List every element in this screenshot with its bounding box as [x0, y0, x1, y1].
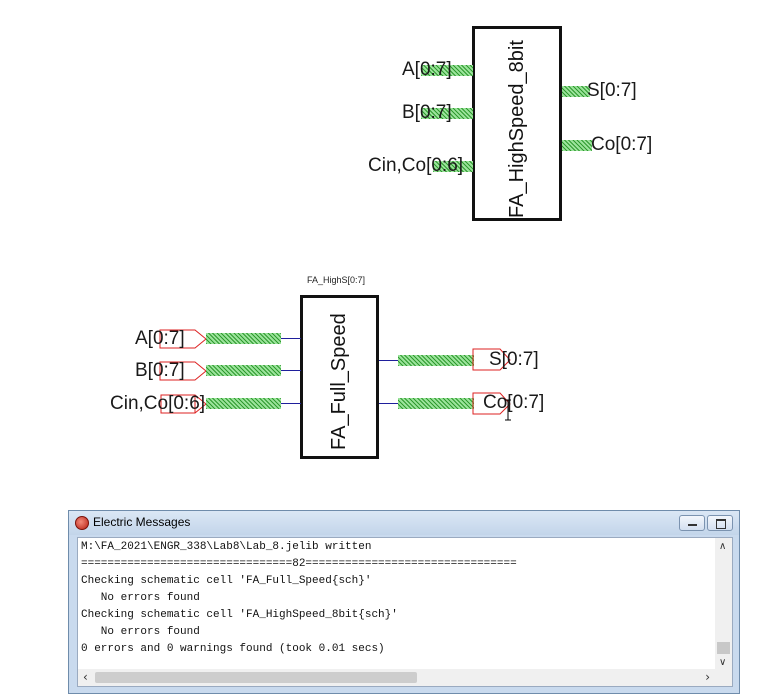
inst-bus-a[interactable] — [206, 333, 281, 344]
top-port-s: S[0:7] — [587, 80, 637, 101]
inst-bus-co[interactable] — [398, 398, 474, 409]
inst-bus-s[interactable] — [398, 355, 474, 366]
message-line: 0 errors and 0 warnings found (took 0.01… — [81, 643, 385, 655]
vertical-scrollbar[interactable]: ∧ ∨ — [715, 538, 732, 669]
scroll-right-icon[interactable]: › — [705, 670, 710, 684]
message-line: Checking schematic cell 'FA_Full_Speed{s… — [81, 575, 372, 587]
text-cursor-icon — [505, 399, 511, 421]
top-port-cin: Cin,Co[0:6] — [368, 155, 464, 176]
top-port-b: B[0:7] — [402, 102, 452, 123]
inst-port-b: B[0:7] — [135, 360, 185, 381]
scroll-down-icon[interactable]: ∨ — [719, 657, 727, 668]
inst-port-cin: Cin,Co[0:6] — [110, 393, 206, 414]
electric-app-icon — [75, 516, 89, 530]
messages-content[interactable]: M:\FA_2021\ENGR_338\Lab8\Lab_8.jelib wri… — [77, 537, 733, 687]
top-port-co: Co[0:7] — [591, 134, 653, 155]
instance-block-name: FA_Full_Speed — [328, 313, 350, 450]
instance-block[interactable] — [300, 295, 379, 459]
horizontal-scrollbar[interactable]: ‹ › — [78, 669, 732, 686]
pin-b-shape — [159, 361, 207, 381]
horizontal-scroll-thumb[interactable] — [95, 672, 417, 683]
top-port-a: A[0:7] — [402, 59, 452, 80]
pin-a-shape — [159, 329, 207, 349]
scroll-up-icon[interactable]: ∧ — [719, 541, 727, 552]
maximize-button[interactable] — [707, 515, 733, 531]
inst-wire-cin[interactable] — [281, 403, 301, 404]
minimize-icon — [688, 524, 697, 526]
top-bus-co[interactable] — [562, 140, 592, 151]
top-bus-b[interactable] — [421, 108, 473, 119]
instance-output-pins — [472, 348, 511, 415]
top-block-name: FA_HighSpeed_8bit — [506, 40, 528, 218]
top-block[interactable] — [472, 26, 562, 221]
top-bus-s[interactable] — [562, 86, 590, 97]
inst-wire-a[interactable] — [281, 338, 301, 339]
messages-titlebar[interactable]: Electric Messages — [69, 511, 739, 535]
instance-label: FA_HighS[0:7] — [307, 275, 366, 285]
top-bus-cin[interactable] — [433, 161, 473, 172]
top-bus-a[interactable] — [421, 65, 473, 76]
inst-port-a: A[0:7] — [135, 328, 185, 349]
maximize-icon — [716, 519, 726, 529]
pin-co-shape — [472, 392, 511, 415]
messages-title: Electric Messages — [93, 515, 191, 529]
inst-port-co: Co[0:7] — [483, 392, 545, 413]
message-line: No errors found — [81, 592, 200, 604]
vertical-scroll-thumb[interactable] — [717, 642, 730, 654]
inst-bus-b[interactable] — [206, 365, 281, 376]
minimize-button[interactable] — [679, 515, 705, 531]
message-line: M:\FA_2021\ENGR_338\Lab8\Lab_8.jelib wri… — [81, 541, 372, 553]
message-line: No errors found — [81, 626, 200, 638]
inst-port-s: S[0:7] — [489, 349, 539, 370]
pin-s-shape — [472, 348, 511, 371]
scroll-left-icon[interactable]: ‹ — [83, 670, 88, 684]
inst-bus-cin[interactable] — [206, 398, 281, 409]
messages-window[interactable]: Electric Messages M:\FA_2021\ENGR_338\La… — [68, 510, 740, 694]
inst-wire-co[interactable] — [379, 403, 399, 404]
message-line: ================================82======… — [81, 558, 517, 570]
inst-wire-s[interactable] — [379, 360, 399, 361]
inst-wire-b[interactable] — [281, 370, 301, 371]
message-line: Checking schematic cell 'FA_HighSpeed_8b… — [81, 609, 398, 621]
